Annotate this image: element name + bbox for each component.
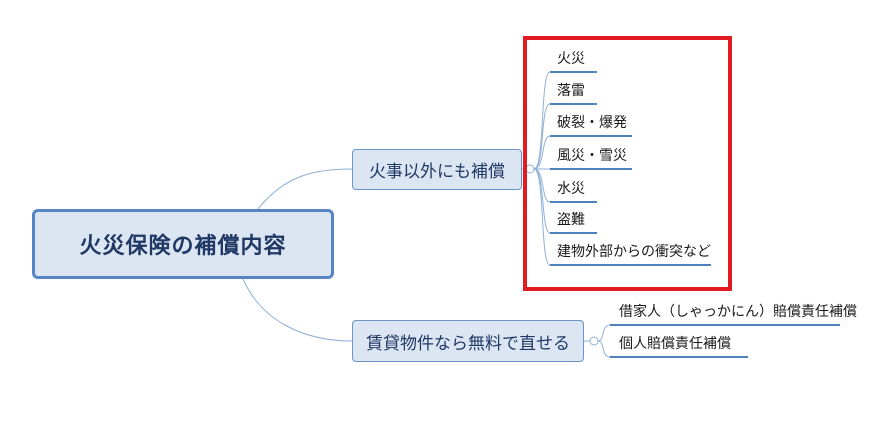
leaf-flood[interactable]: 水災: [557, 181, 585, 197]
leaf-theft[interactable]: 盗難: [557, 212, 585, 228]
branch2-fan: [597, 324, 611, 358]
leaf-lightning[interactable]: 落雷: [557, 83, 585, 99]
leaf-wind-snow[interactable]: 風災・雪災: [557, 148, 627, 164]
collapse-toggle-branch2: [589, 336, 599, 346]
branch1-underlines: [550, 71, 711, 266]
branch2-underlines: [610, 324, 840, 358]
leaf-tenant-liability[interactable]: 借家人（しゃっかにん）賠償責任補償: [619, 304, 857, 320]
branch1-fan: [533, 71, 551, 266]
branch-topic-2-label: 賃貸物件なら無料で直せる: [366, 333, 570, 354]
connector-root-branch1: [257, 168, 353, 210]
leaf-fire[interactable]: 火災: [557, 51, 585, 67]
root-topic[interactable]: 火災保険の補償内容: [32, 209, 334, 279]
branch-topic-2[interactable]: 賃貸物件なら無料で直せる: [352, 320, 584, 362]
connector-root-branch2: [242, 278, 353, 342]
leaf-explosion[interactable]: 破裂・爆発: [557, 115, 627, 131]
root-topic-label: 火災保険の補償内容: [79, 234, 287, 259]
leaf-external-collision[interactable]: 建物外部からの衝突など: [557, 244, 711, 260]
highlight-frame: [523, 36, 732, 291]
leaf-personal-liability[interactable]: 個人賠償責任補償: [619, 336, 731, 352]
branch-topic-1-label: 火事以外にも補償: [369, 162, 505, 182]
branch-topic-1[interactable]: 火事以外にも補償: [352, 149, 522, 190]
